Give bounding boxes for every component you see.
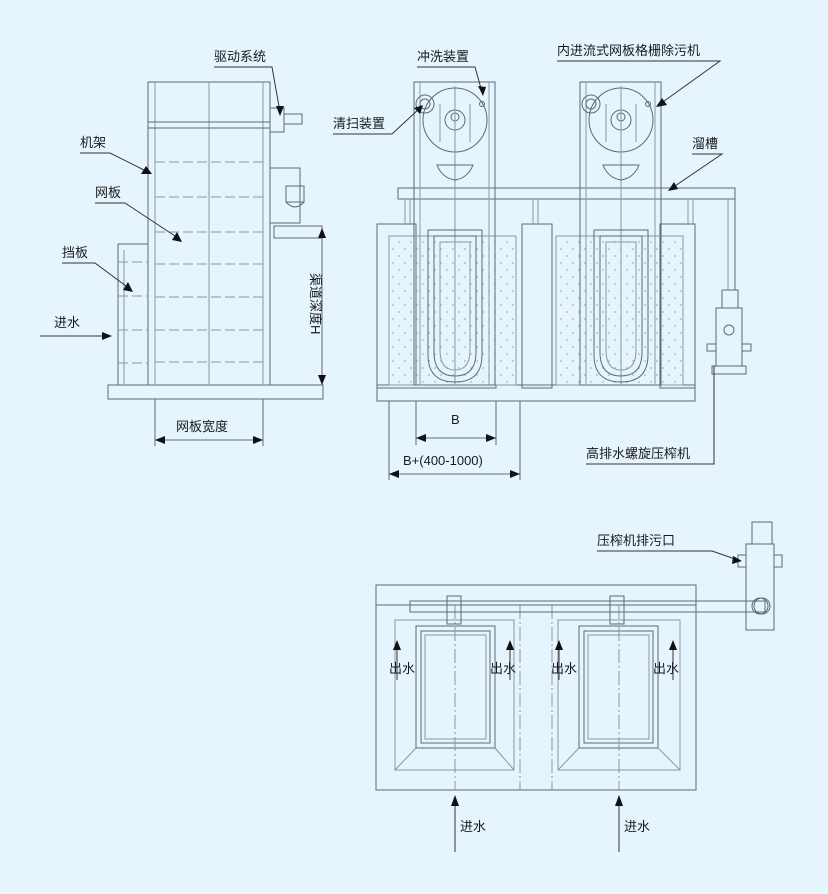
- compactor-plan: [737, 521, 783, 631]
- plan-screen-1: [394, 605, 515, 790]
- plan-view: 压榨机排污口 出水 出水 出水 出水 进水 进水: [375, 521, 783, 852]
- side-view: 渠道深度H 网板宽度 驱动系统 机架 网板 挡板 进水: [40, 49, 326, 446]
- frame-label: 机架: [80, 135, 106, 150]
- water-out-label-2: 出水: [490, 661, 516, 676]
- side-drive-shaft: [283, 113, 303, 125]
- front-center-wall: [521, 223, 553, 389]
- drive-system-label: 驱动系统: [214, 49, 266, 64]
- water-in-label-2: 进水: [624, 819, 650, 834]
- plan-screen-2: [557, 605, 681, 790]
- side-drive-box: [269, 107, 285, 133]
- side-platform: [273, 225, 323, 239]
- channel-depth-label: 渠道深度H: [308, 273, 323, 334]
- front-chute: [397, 187, 736, 200]
- screen-plate-label: 网板: [95, 185, 121, 200]
- water-out-label-1: 出水: [389, 661, 415, 676]
- side-chute-box: [269, 167, 301, 224]
- screen-width-label: 网板宽度: [176, 419, 228, 434]
- front-base: [376, 384, 696, 402]
- machine-1: [413, 81, 496, 386]
- machine-name-label: 内进流式网板格栅除污机: [557, 43, 700, 58]
- dim-b-label: B: [451, 412, 460, 427]
- water-in-side-label: 进水: [54, 315, 80, 330]
- compactor-label: 高排水螺旋压榨机: [586, 446, 690, 461]
- water-in-label-1: 进水: [460, 819, 486, 834]
- flush-device-label: 冲洗装置: [417, 49, 469, 64]
- front-view: B B+(400-1000) 冲洗装置 清扫装置 内进流式网板格栅除污机 溜槽 …: [333, 43, 752, 480]
- water-out-label-4: 出水: [653, 661, 679, 676]
- plan-outer: [375, 584, 697, 791]
- compactor-outlet-label: 压榨机排污口: [597, 533, 675, 548]
- side-chute-spout: [285, 185, 305, 203]
- plan-chute: [409, 600, 766, 613]
- dim-b-plus-label: B+(400-1000): [403, 453, 483, 468]
- machine-2: [579, 81, 662, 386]
- side-ground: [107, 384, 324, 400]
- cleaning-device-label: 清扫装置: [333, 116, 385, 131]
- chute-label: 溜槽: [692, 136, 718, 151]
- baffle-label: 挡板: [62, 245, 88, 260]
- water-out-label-3: 出水: [551, 661, 577, 676]
- compactor-front: [706, 198, 752, 375]
